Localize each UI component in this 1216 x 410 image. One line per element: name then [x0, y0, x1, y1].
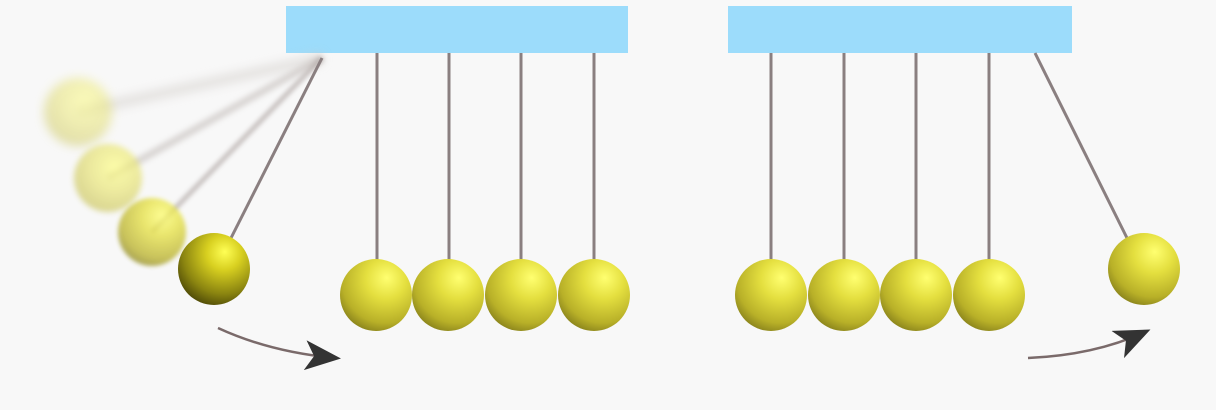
resting-ball: [412, 259, 484, 331]
ghost-ball: [44, 78, 112, 146]
resting-ball: [880, 259, 952, 331]
frame-bar: [286, 6, 628, 53]
ghost-string: [150, 56, 324, 234]
string: [228, 57, 324, 241]
panel-after-impact: [728, 6, 1180, 360]
ghost-ball: [118, 198, 186, 266]
swinging-ball: [1108, 233, 1180, 305]
string: [1033, 52, 1130, 241]
resting-ball: [808, 259, 880, 331]
curved-arrow-icon: [217, 326, 341, 371]
resting-ball: [485, 259, 557, 331]
panel-before-impact: [44, 6, 630, 371]
frame-bar: [728, 6, 1072, 53]
curved-arrow-icon: [1027, 329, 1151, 360]
resting-ball: [558, 259, 630, 331]
swinging-ball: [178, 233, 250, 305]
ghost-trail: [44, 53, 324, 266]
ghost-string: [76, 53, 324, 117]
ghost-string: [106, 54, 324, 182]
resting-ball: [340, 259, 412, 331]
ghost-ball: [74, 144, 142, 212]
resting-ball: [953, 259, 1025, 331]
resting-ball: [735, 259, 807, 331]
